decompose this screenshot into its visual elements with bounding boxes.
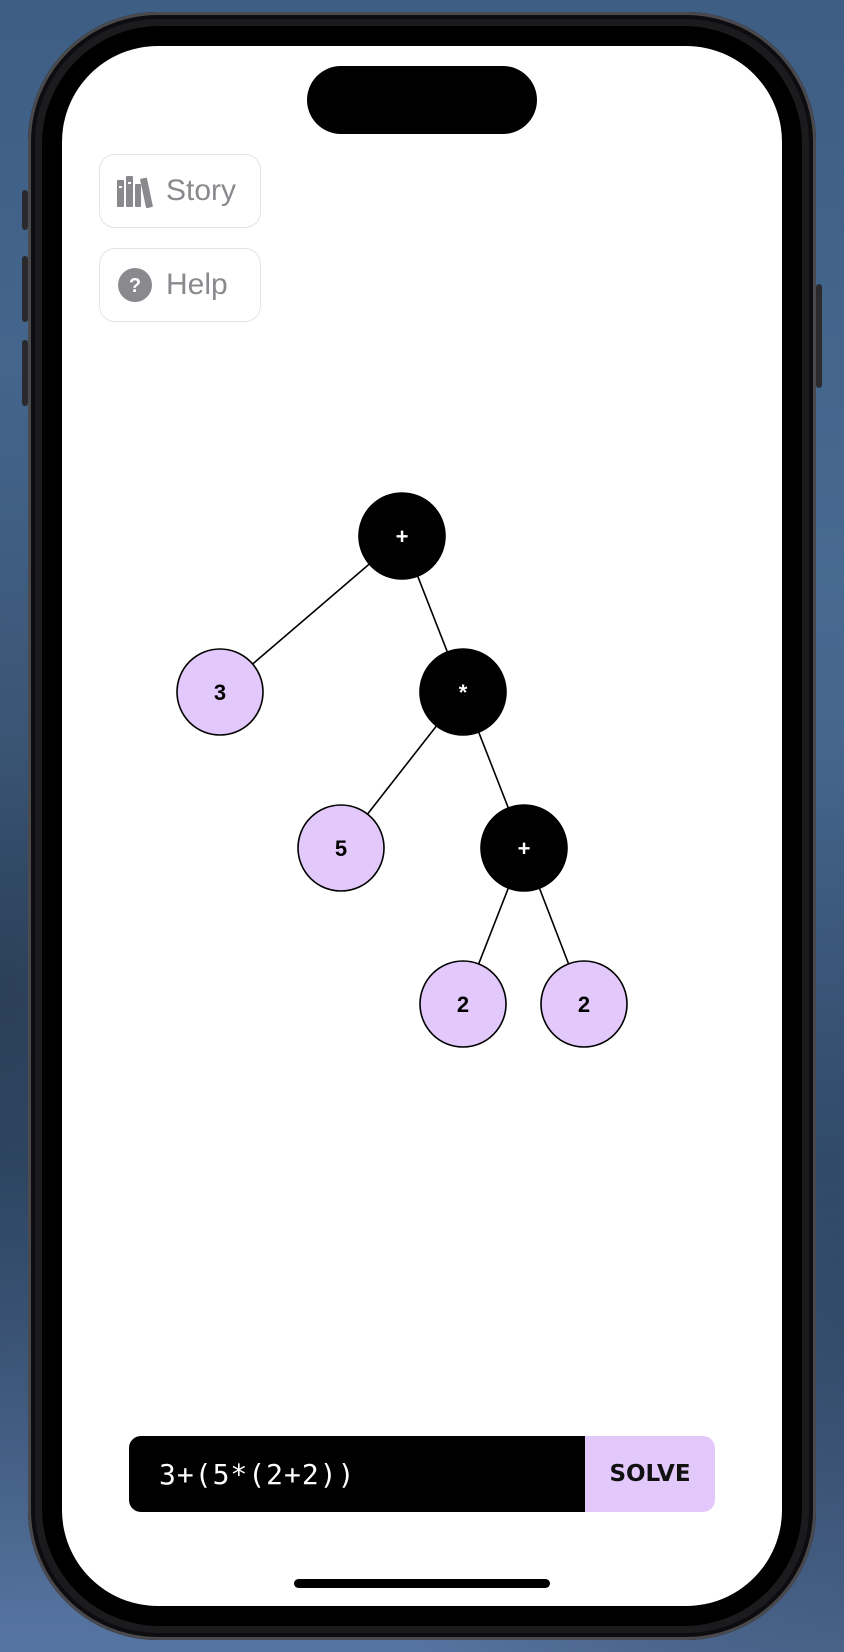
home-indicator <box>294 1579 550 1588</box>
svg-text:?: ? <box>129 275 141 297</box>
node-label: 2 <box>457 992 469 1017</box>
tree-edge <box>252 563 370 665</box>
operand-node[interactable]: 5 <box>297 804 385 892</box>
node-circle <box>358 492 446 580</box>
tree-edge <box>538 887 570 965</box>
node-label: 5 <box>335 836 347 861</box>
dynamic-island <box>307 66 537 134</box>
tree-edge <box>477 731 510 809</box>
operand-node[interactable]: 2 <box>540 960 628 1048</box>
node-circle <box>419 648 507 736</box>
node-circle <box>297 804 385 892</box>
node-label: + <box>396 524 409 549</box>
help-label: Help <box>166 268 228 301</box>
tree-edge <box>366 725 438 815</box>
node-circle <box>480 804 568 892</box>
operator-node[interactable]: * <box>419 648 507 736</box>
operator-node[interactable]: + <box>480 804 568 892</box>
action-button <box>22 190 28 230</box>
expression-tree: +3 * 5 +2 2 <box>176 492 628 1048</box>
node-circle <box>176 648 264 736</box>
node-label: * <box>459 680 468 705</box>
power-button <box>816 284 822 388</box>
expression-input[interactable]: 3+(5*(2+2)) <box>129 1436 585 1512</box>
volume-up-button <box>22 256 28 322</box>
phone-frame: Story ? Help +3 * 5 +2 2 3+(5*(2+2)) SOLVE <box>22 12 822 1640</box>
story-button[interactable]: Story <box>99 154 261 228</box>
operand-node[interactable]: 2 <box>419 960 507 1048</box>
node-label: 2 <box>578 992 590 1017</box>
books-icon <box>116 172 154 210</box>
node-circle <box>419 960 507 1048</box>
question-circle-icon: ? <box>116 266 154 304</box>
node-label: 3 <box>214 680 226 705</box>
operator-node[interactable]: + <box>358 492 446 580</box>
solve-button[interactable]: SOLVE <box>585 1436 715 1512</box>
volume-down-button <box>22 340 28 406</box>
node-circle <box>540 960 628 1048</box>
tree-edge <box>477 887 510 965</box>
tree-edge <box>416 575 449 653</box>
help-button[interactable]: ? Help <box>99 248 261 322</box>
node-label: + <box>518 836 531 861</box>
operand-node[interactable]: 3 <box>176 648 264 736</box>
story-label: Story <box>166 174 237 207</box>
expression-input-bar: 3+(5*(2+2)) SOLVE <box>129 1436 715 1512</box>
app-screen: Story ? Help +3 * 5 +2 2 3+(5*(2+2)) SOLVE <box>62 46 782 1606</box>
